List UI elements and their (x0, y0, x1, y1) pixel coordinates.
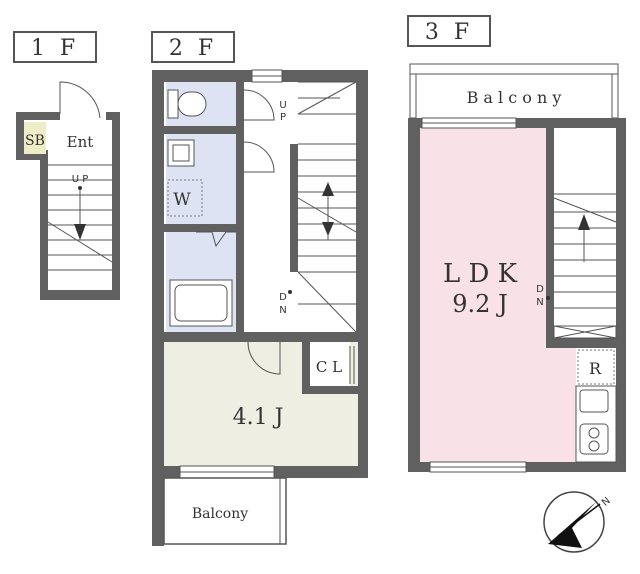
stairs-up-p-2f: P (280, 112, 286, 123)
stairs-arrow-3f (578, 214, 590, 230)
wall-toilet-east (236, 82, 244, 126)
stairs-dn-d-3f: D (536, 284, 544, 295)
wall-stair-3f (546, 128, 554, 346)
bathtub (169, 279, 233, 327)
stairs-up-label-1f: U P (72, 174, 89, 185)
wall-toilet-south (164, 126, 244, 134)
wall-closet-west (302, 342, 310, 394)
stairs-up-u-2f: U (279, 100, 286, 111)
washroom-label: W (173, 190, 191, 210)
compass: N (543, 491, 613, 553)
floor-label-1f: 1 F (13, 31, 97, 63)
svg-text:2 F: 2 F (169, 36, 217, 61)
sb-label: SB (25, 133, 45, 149)
stairs-dn-d-2f: D (279, 292, 287, 303)
kitchen-counter (575, 385, 617, 463)
ent-label: Ent (67, 133, 94, 151)
wall-1f (16, 112, 120, 300)
wall-room-north (164, 332, 368, 342)
wall-wash-south (164, 224, 244, 232)
floor-label-2f: 2 F (151, 31, 235, 63)
balcony-3f: B a l c o n y (409, 63, 619, 119)
wall-closet-south (302, 386, 358, 394)
floor-label-3f: 3 F (407, 15, 491, 47)
wash-basin (167, 139, 195, 167)
ldk-room (420, 128, 548, 462)
toilet-fixture (167, 89, 207, 119)
entrance-door-swing (59, 81, 101, 119)
shoe-box (24, 122, 46, 154)
bath-door (196, 231, 236, 248)
wall-stair-3f-south (546, 338, 616, 348)
toilet-door-swing (243, 89, 275, 121)
closet (310, 342, 350, 386)
ldk-size-label: 9.2 J (452, 290, 507, 318)
floor-2f: W (152, 69, 368, 546)
stairs-arrow-down-2f (322, 222, 334, 236)
stairs-3f (553, 193, 617, 339)
ldk-label: L D K (443, 259, 518, 289)
balcony-3f-label: B a l c o n y (467, 88, 562, 107)
stairs-dn-n-2f: N (279, 305, 286, 316)
wall-stair-center (290, 144, 298, 272)
stairs-dn-n-3f: N (536, 297, 543, 308)
svg-text:1 F: 1 F (31, 36, 79, 61)
stairs-arrow-1f (74, 224, 86, 240)
svg-text:3 F: 3 F (425, 20, 473, 45)
balcony-2f-label: Balcony (192, 506, 248, 522)
floor-1f: SB Ent U P (16, 81, 120, 300)
wall-bath-east (236, 232, 244, 332)
room-door-swing (247, 341, 281, 375)
washroom-door-swing (243, 141, 275, 173)
wall-wash-east (236, 134, 244, 232)
refrigerator-label: R (589, 359, 602, 378)
stairs-1f (47, 164, 113, 271)
refrigerator-space (577, 349, 615, 385)
closet-label: C L (316, 358, 342, 376)
floor-3f: B a l c o n y (408, 63, 626, 473)
compass-north-label: N (600, 495, 613, 508)
balcony-2f: Balcony (152, 477, 287, 546)
stairs-2f (297, 81, 357, 333)
washing-machine-space (167, 179, 203, 217)
stairs-arrow-up-2f (322, 182, 334, 196)
room-4-1j-label: 4.1 J (233, 405, 284, 430)
